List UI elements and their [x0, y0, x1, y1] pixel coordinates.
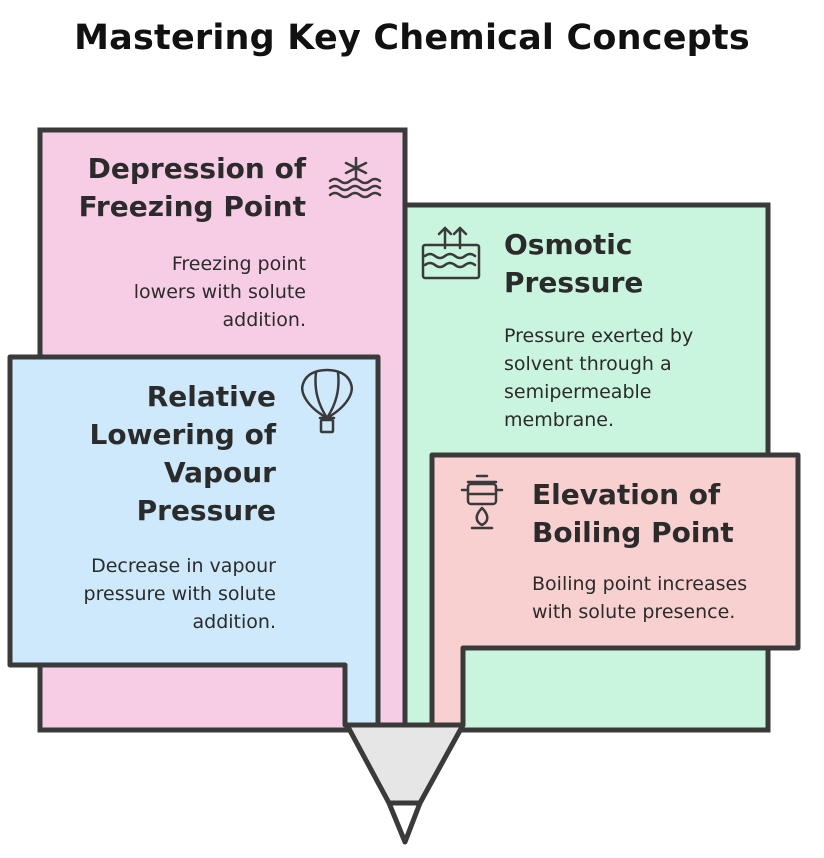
pencil-tip — [344, 722, 466, 806]
heading-line: Osmotic — [504, 228, 633, 261]
heading-line: Elevation of — [532, 478, 721, 511]
heading-line: Depression of — [87, 152, 306, 185]
card-freezing: Depression of Freezing Point Freezing po… — [58, 150, 306, 334]
card-boiling: Elevation of Boiling Point Boiling point… — [532, 476, 794, 626]
description-line: semipermeable — [504, 381, 652, 403]
heading-line: Pressure — [504, 266, 644, 299]
card-osmotic: Osmotic Pressure Pressure exerted by sol… — [504, 226, 759, 434]
snowflake-water-icon — [328, 156, 382, 199]
description-line: addition. — [192, 611, 276, 633]
description-line: Freezing point — [171, 253, 306, 275]
card-vapour-heading: Relative Lowering of Vapour Pressure — [28, 378, 276, 530]
heading-line: Relative — [146, 380, 276, 413]
hot-air-balloon-icon — [301, 368, 353, 434]
description-line: lowers with solute — [133, 281, 306, 303]
pencil-lead — [386, 800, 423, 845]
page-title: Mastering Key Chemical Concepts — [74, 18, 750, 58]
heading-line: Freezing Point — [78, 190, 306, 223]
card-freezing-description: Freezing point lowers with solute additi… — [58, 250, 306, 334]
heading-line: Boiling Point — [532, 516, 734, 549]
heading-line: Vapour — [163, 456, 276, 489]
card-boiling-heading: Elevation of Boiling Point — [532, 476, 794, 552]
description-line: Boiling point increases — [532, 573, 748, 595]
description-line: membrane. — [504, 409, 614, 431]
description-line: addition. — [222, 309, 306, 331]
description-line: Pressure exerted by — [504, 325, 694, 347]
heading-line: Lowering of — [89, 418, 276, 451]
card-osmotic-description: Pressure exerted by solvent through a se… — [504, 322, 759, 434]
description-line: with solute presence. — [532, 601, 736, 623]
description-line: solvent through a — [504, 353, 672, 375]
card-vapour: Relative Lowering of Vapour Pressure Dec… — [28, 378, 276, 636]
description-line: Decrease in vapour — [91, 555, 276, 577]
card-osmotic-heading: Osmotic Pressure — [504, 226, 759, 302]
card-boiling-description: Boiling point increases with solute pres… — [532, 570, 794, 626]
card-vapour-description: Decrease in vapour pressure with solute … — [28, 552, 276, 636]
description-line: pressure with solute — [83, 583, 276, 605]
heading-line: Pressure — [136, 494, 276, 527]
card-freezing-heading: Depression of Freezing Point — [58, 150, 306, 226]
arrows-up-water-icon — [421, 226, 481, 280]
pot-on-flame-icon — [460, 474, 504, 530]
